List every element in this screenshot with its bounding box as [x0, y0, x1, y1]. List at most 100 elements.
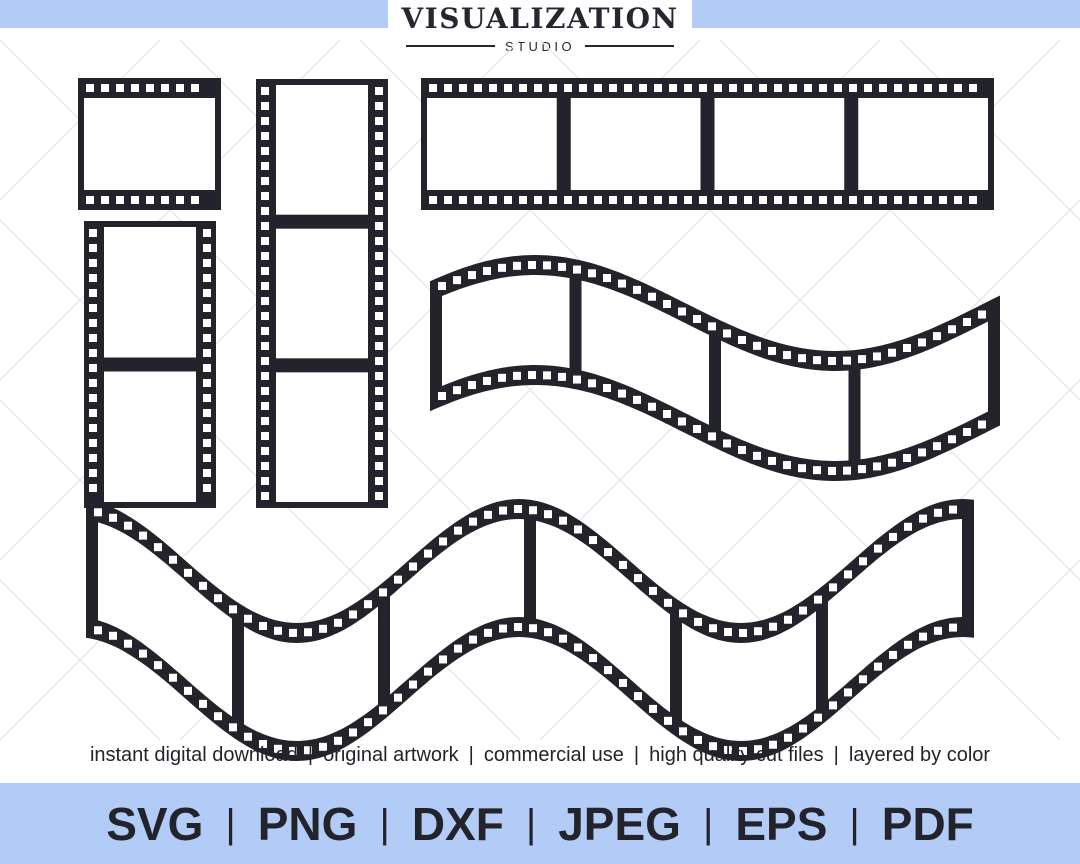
sprocket-hole — [514, 505, 522, 514]
sprocket-hole — [609, 196, 617, 204]
sprocket-hole — [819, 84, 827, 92]
sprocket-hole — [849, 196, 857, 204]
sprocket-hole — [334, 736, 342, 745]
sprocket-hole — [454, 644, 462, 653]
sprocket-hole — [394, 693, 402, 702]
sprocket-hole — [919, 514, 927, 523]
sprocket-hole — [438, 282, 446, 291]
sprocket-hole — [739, 628, 747, 637]
feature-item: layered by color — [848, 744, 991, 766]
sprocket-hole — [948, 325, 956, 334]
sprocket-hole — [969, 84, 977, 92]
sprocket-hole — [101, 196, 109, 204]
sprocket-hole — [723, 439, 731, 448]
sprocket-hole — [184, 568, 192, 577]
sprocket-hole — [729, 196, 737, 204]
sprocket-hole — [864, 196, 872, 204]
film-frame — [858, 98, 988, 190]
sprocket-hole — [116, 84, 124, 92]
sprocket-hole — [86, 196, 94, 204]
sprocket-hole — [375, 252, 383, 260]
sprocket-hole — [203, 319, 211, 327]
sprocket-hole — [109, 513, 117, 522]
sprocket-hole — [649, 704, 657, 713]
sprocket-hole — [474, 196, 482, 204]
sprocket-hole — [244, 614, 252, 623]
sprocket-hole — [375, 417, 383, 425]
sprocket-hole — [654, 84, 662, 92]
sprocket-hole — [89, 274, 97, 282]
sprocket-hole — [888, 458, 896, 467]
sprocket-hole — [154, 543, 162, 552]
sprocket-hole — [618, 389, 626, 398]
sprocket-hole — [261, 177, 269, 185]
sprocket-hole — [439, 655, 447, 664]
sprocket-hole — [89, 304, 97, 312]
sprocket-hole — [375, 177, 383, 185]
sprocket-hole — [169, 673, 177, 682]
sprocket-hole — [678, 307, 686, 316]
sprocket-hole — [543, 371, 551, 380]
sprocket-hole — [684, 196, 692, 204]
sprocket-hole — [694, 735, 702, 744]
sprocket-hole — [678, 417, 686, 426]
sprocket-hole — [169, 555, 177, 564]
sprocket-hole — [424, 667, 432, 676]
sprocket-hole — [738, 445, 746, 454]
sprocket-hole — [453, 276, 461, 285]
sprocket-hole — [874, 544, 882, 553]
sprocket-hole — [634, 692, 642, 701]
sprocket-hole — [834, 84, 842, 92]
sprocket-hole — [349, 728, 357, 737]
sprocket-hole — [184, 686, 192, 695]
sprocket-hole — [679, 609, 687, 618]
sprocket-hole — [648, 402, 656, 411]
sprocket-hole — [814, 713, 822, 722]
feature-item: instant digital download — [89, 744, 298, 766]
sprocket-hole — [594, 84, 602, 92]
sprocket-hole — [729, 84, 737, 92]
sprocket-hole — [564, 84, 572, 92]
film-frame — [390, 519, 524, 695]
format-label: JPEG — [558, 797, 681, 850]
sprocket-hole — [978, 420, 986, 429]
sprocket-hole — [874, 662, 882, 671]
sprocket-hole — [394, 575, 402, 584]
sprocket-hole — [639, 196, 647, 204]
sprocket-hole — [699, 84, 707, 92]
film-frame — [581, 280, 709, 425]
sprocket-hole — [375, 402, 383, 410]
sprocket-hole — [274, 626, 282, 635]
film-frame — [714, 98, 845, 190]
sprocket-hole — [203, 334, 211, 342]
sprocket-hole — [904, 522, 912, 531]
sprocket-hole — [864, 84, 872, 92]
format-label: EPS — [735, 797, 828, 850]
sprocket-hole — [304, 746, 312, 755]
sprocket-hole — [829, 583, 837, 592]
feature-item: commercial use — [483, 744, 624, 766]
sprocket-hole — [804, 84, 812, 92]
sprocket-hole — [843, 466, 851, 475]
sprocket-hole — [203, 424, 211, 432]
sprocket-hole — [261, 192, 269, 200]
sprocket-hole — [828, 356, 836, 365]
sprocket-hole — [261, 342, 269, 350]
sprocket-hole — [116, 196, 124, 204]
sprocket-hole — [124, 521, 132, 530]
sprocket-hole — [146, 196, 154, 204]
sprocket-hole — [375, 117, 383, 125]
sprocket-hole — [89, 334, 97, 342]
sprocket-hole — [131, 84, 139, 92]
sprocket-hole — [933, 442, 941, 451]
sprocket-hole — [176, 84, 184, 92]
sprocket-hole — [534, 84, 542, 92]
sprocket-hole — [783, 351, 791, 360]
sprocket-hole — [89, 469, 97, 477]
film-frame — [828, 519, 962, 700]
sprocket-hole — [375, 447, 383, 455]
format-label: DXF — [411, 797, 504, 850]
sprocket-hole — [203, 274, 211, 282]
film-frame — [682, 611, 816, 741]
sprocket-hole — [934, 508, 942, 517]
